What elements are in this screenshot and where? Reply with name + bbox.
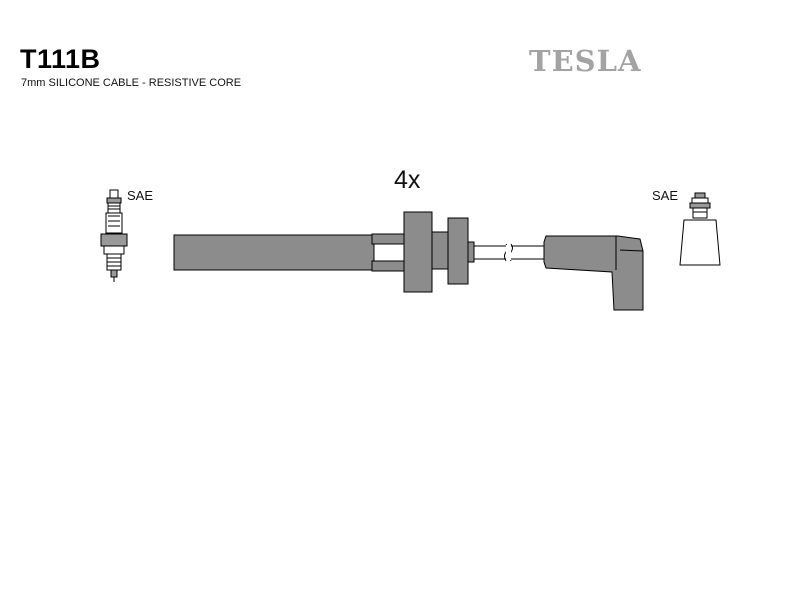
brand-logo: TESLA — [529, 44, 642, 78]
spark-plug-boot — [173, 211, 475, 293]
spark-plug-icon — [100, 189, 128, 282]
spark-plug-terminal-label: SAE — [127, 188, 154, 203]
coil-terminal-icon — [679, 192, 721, 266]
coil-boot — [543, 235, 644, 311]
cable-description: 7mm SILICONE CABLE - RESISTIVE CORE — [21, 77, 242, 89]
coil-terminal-label: SAE — [652, 188, 679, 203]
cable-section — [473, 243, 545, 262]
quantity-label: 4x — [394, 166, 421, 194]
part-number-title: T111B — [20, 44, 101, 74]
